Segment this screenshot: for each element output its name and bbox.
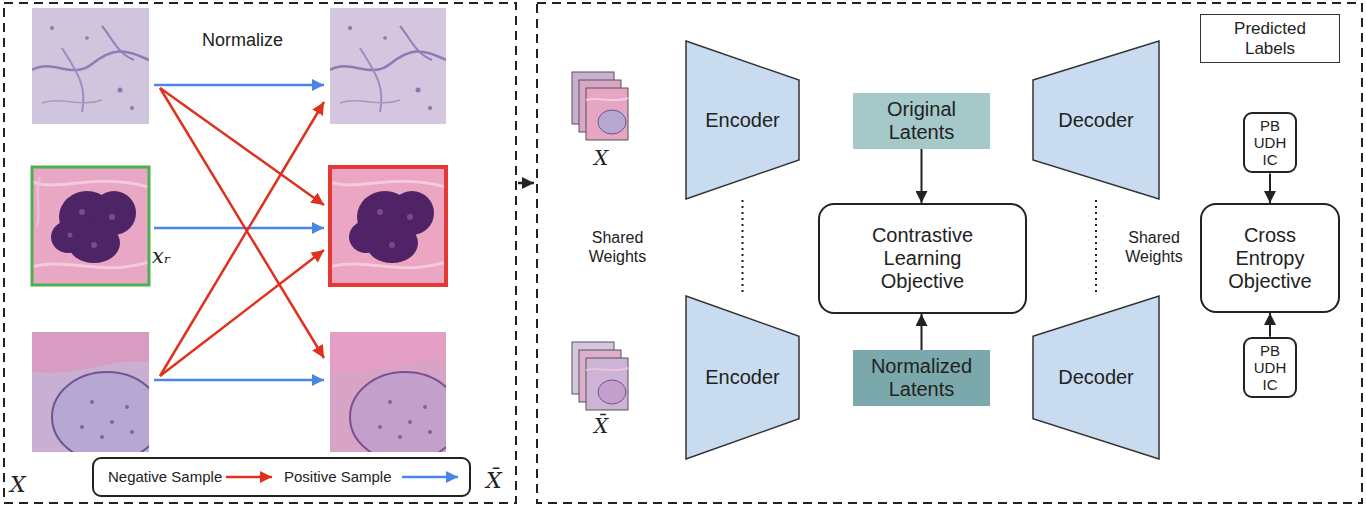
panel-border bbox=[537, 3, 1362, 503]
node-text: Predicted Labels bbox=[1220, 19, 1320, 58]
legend-text: Negative Sample bbox=[108, 468, 222, 485]
flow-connector bbox=[1269, 173, 1271, 203]
legend-sample bbox=[402, 476, 458, 479]
edge-label: Shared Weights bbox=[579, 228, 657, 267]
class-box: PB UDH IC bbox=[1243, 337, 1297, 399]
decoder-block: Decoder bbox=[1032, 40, 1160, 200]
positive-arrow bbox=[154, 227, 324, 230]
negative-arrow bbox=[160, 88, 324, 205]
latent-box: Original Latents bbox=[853, 93, 990, 149]
flow-connector bbox=[1269, 313, 1271, 337]
set-label: X̄ bbox=[486, 468, 502, 493]
node-text: PB UDH IC bbox=[1250, 117, 1290, 169]
positive-arrow bbox=[154, 84, 324, 87]
positive-arrow bbox=[154, 379, 324, 382]
objective-box: Contrastive Learning Objective bbox=[818, 203, 1027, 314]
encoder-block: Encoder bbox=[685, 40, 800, 200]
target-border bbox=[330, 167, 446, 285]
objective-box: Cross Entropy Objective bbox=[1200, 203, 1340, 313]
latent-box: Normalized Latents bbox=[853, 350, 990, 406]
output-box: Predicted Labels bbox=[1200, 14, 1340, 63]
node-text: Decoder bbox=[1058, 109, 1134, 132]
block-outline bbox=[1033, 296, 1159, 459]
step-label: Normalize bbox=[202, 30, 283, 51]
tissue-image bbox=[330, 167, 446, 285]
reference-border bbox=[32, 167, 149, 285]
image-stack bbox=[572, 342, 628, 410]
node-text: Encoder bbox=[705, 109, 780, 132]
input-label: X̄ bbox=[594, 414, 608, 438]
legend-sample bbox=[226, 476, 272, 479]
image-stack bbox=[572, 72, 628, 140]
node-text: Contrastive Learning Objective bbox=[858, 224, 988, 293]
node-text: Normalized Latents bbox=[867, 355, 977, 401]
block-outline bbox=[686, 296, 799, 459]
negative-arrow bbox=[160, 250, 324, 376]
negative-arrow bbox=[160, 102, 324, 376]
input-label: X bbox=[594, 146, 608, 170]
shared-weights-line bbox=[1095, 200, 1097, 295]
node-text: Original Latents bbox=[872, 98, 972, 144]
tissue-image bbox=[330, 332, 460, 462]
negative-arrow bbox=[160, 88, 324, 358]
legend-text: Positive Sample bbox=[284, 468, 392, 485]
block-outline bbox=[686, 41, 799, 199]
class-box: PB UDH IC bbox=[1243, 112, 1297, 174]
node-text: PB UDH IC bbox=[1250, 342, 1290, 394]
reference-label: xᵣ bbox=[152, 244, 171, 268]
encoder-block: Encoder bbox=[685, 295, 800, 460]
node-text: Cross Entropy Objective bbox=[1215, 224, 1325, 293]
set-label: X bbox=[10, 472, 26, 497]
block-outline bbox=[1033, 41, 1159, 199]
legend-box bbox=[93, 458, 470, 496]
flow-connector bbox=[921, 149, 923, 204]
flow-connector bbox=[921, 314, 923, 350]
tissue-image bbox=[32, 8, 149, 124]
decoder-block: Decoder bbox=[1032, 295, 1160, 460]
edge-label: Shared Weights bbox=[1115, 228, 1193, 267]
flow-arrow bbox=[518, 182, 534, 185]
tissue-image bbox=[330, 8, 446, 124]
node-text: Decoder bbox=[1058, 366, 1134, 389]
node-text: Encoder bbox=[705, 366, 780, 389]
panel-border bbox=[4, 3, 516, 503]
tissue-image bbox=[32, 167, 149, 285]
shared-weights-line bbox=[742, 200, 744, 295]
tissue-image bbox=[32, 332, 162, 462]
